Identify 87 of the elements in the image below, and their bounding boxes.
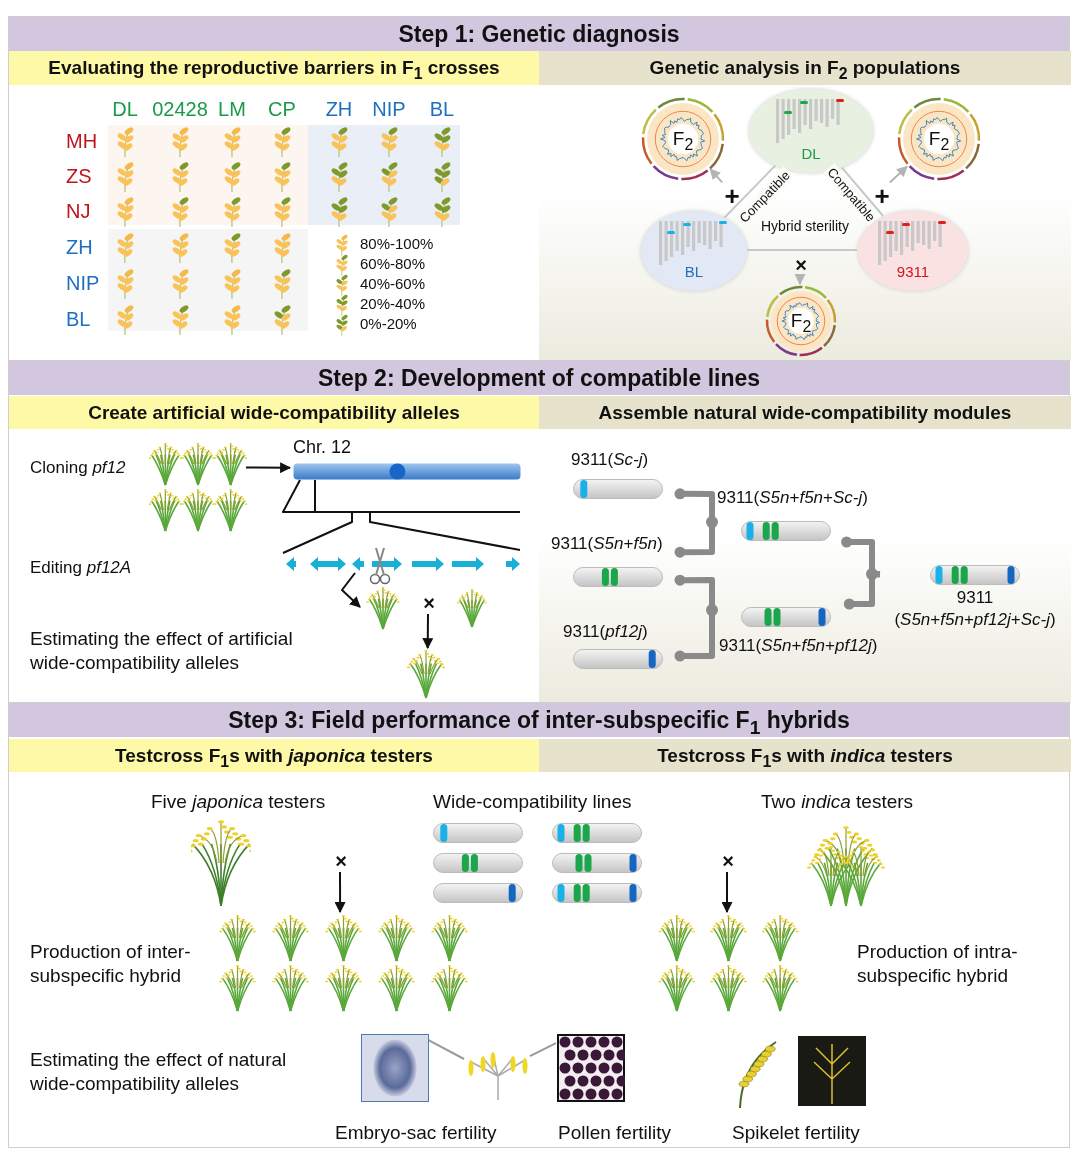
pollen-micrograph bbox=[557, 1034, 625, 1102]
section-header: Assemble natural wide-compatibility modules bbox=[597, 401, 1013, 425]
legend-label: 0%-20% bbox=[360, 315, 417, 332]
chromosome-icon bbox=[433, 853, 523, 873]
cross-sign: × bbox=[330, 849, 352, 873]
chromosome-icon bbox=[433, 883, 523, 903]
column-header: CP bbox=[267, 97, 297, 122]
row-header: MH bbox=[66, 129, 99, 154]
section-panel bbox=[9, 396, 539, 703]
cross-line bbox=[839, 165, 885, 217]
cross-line bbox=[745, 249, 858, 251]
annotation-text: Production of intra-subspecific hybrid bbox=[857, 940, 1019, 988]
group-heading: Wide-compatibility lines bbox=[433, 791, 632, 813]
edge-label: Hybrid sterility bbox=[759, 218, 849, 235]
annotation-text: Production of inter-subspecific hybrid bbox=[30, 940, 192, 988]
rice-plants-drawing bbox=[149, 441, 247, 533]
column-header: ZH bbox=[324, 97, 354, 122]
section-header: Testcross F$_{1}$s with indica testers bbox=[539, 739, 1071, 772]
column-header: 02428 bbox=[151, 97, 209, 122]
image-caption: Spikelet fertility bbox=[732, 1122, 860, 1144]
step-heading: Step 2: Development of compatible lines bbox=[9, 361, 1069, 395]
section-header: Genetic analysis in F$_{2}$ populations bbox=[648, 56, 962, 84]
chromosome-icon bbox=[552, 883, 642, 903]
row-header: ZH bbox=[66, 235, 94, 260]
node-label: BL bbox=[683, 263, 705, 280]
column-header: BL bbox=[428, 97, 456, 122]
column-header: LM bbox=[217, 97, 247, 122]
step-heading: Step 1: Genetic diagnosis bbox=[9, 17, 1069, 51]
cross-sign: × bbox=[418, 591, 440, 615]
line-label: 9311(S5n+f5n) bbox=[551, 533, 663, 555]
section-header: Testcross F$_{1}$s with japonica testers bbox=[9, 739, 539, 772]
chromosome-icon bbox=[552, 853, 642, 873]
chromosome-label: Chr. 12 bbox=[293, 437, 352, 458]
tester-label: Two indica testers bbox=[761, 791, 914, 813]
node-label: F$_{2}$ bbox=[927, 127, 951, 155]
tester-label: Five japonica testers bbox=[151, 791, 326, 813]
cross-sign: × bbox=[790, 253, 812, 277]
bracket-connector bbox=[843, 571, 881, 610]
chromosome-icon bbox=[433, 823, 523, 843]
step-panel bbox=[8, 702, 1070, 1148]
line-label: 9311(S5n+f5n+Sc-j) bbox=[717, 487, 868, 509]
section-header: Evaluating the reproductive barriers in F$_{1}$ crosses bbox=[47, 56, 501, 84]
line-label: 9311(Sc-j) bbox=[571, 449, 649, 471]
line-label: 9311(S5n+f5n+pf12j) bbox=[719, 635, 878, 657]
legend-label: 20%-40% bbox=[360, 295, 426, 312]
node-label: F$_{2}$ bbox=[671, 127, 695, 155]
embryo-sac-micrograph bbox=[361, 1034, 429, 1102]
zoom-lines bbox=[282, 479, 521, 554]
spikelet-drawing bbox=[736, 1034, 868, 1110]
section-panel bbox=[539, 396, 1071, 703]
rice-plant-drawing bbox=[456, 586, 488, 628]
chromosome-icon bbox=[552, 823, 642, 843]
arrow bbox=[888, 165, 909, 184]
arrow bbox=[334, 871, 346, 914]
row-header: NIP bbox=[66, 271, 101, 296]
leader-line bbox=[528, 1042, 557, 1058]
node-label: 9311 bbox=[895, 263, 931, 280]
line-label: 9311(pf12j) bbox=[563, 621, 648, 643]
row-header: BL bbox=[66, 307, 92, 332]
arrow bbox=[245, 462, 292, 474]
arrow bbox=[794, 274, 806, 286]
arrow bbox=[721, 871, 733, 914]
section-header: Create artificial wide-compatibility alleles bbox=[87, 401, 461, 425]
leader-line bbox=[427, 1038, 466, 1060]
node-label: DL bbox=[800, 145, 822, 162]
cross-line bbox=[723, 164, 777, 219]
row-header: ZS bbox=[66, 164, 93, 189]
column-header: NIP bbox=[371, 97, 407, 122]
annotation-text: Cloning pf12 bbox=[30, 457, 127, 479]
step-panel bbox=[8, 360, 1070, 702]
annotation-text: Estimating the effect of natural wide-compatibility alleles bbox=[30, 1048, 288, 1096]
arrow bbox=[341, 572, 361, 608]
arrow bbox=[709, 168, 724, 184]
node-label: F$_{2}$ bbox=[789, 309, 813, 337]
annotation-text: Editing pf12A bbox=[30, 557, 133, 579]
annotation-text: Estimating the effect of artificial wide-compatibility alleles bbox=[30, 627, 294, 675]
image-caption: Pollen fertility bbox=[558, 1122, 671, 1144]
cross-sign: × bbox=[717, 849, 739, 873]
arrow bbox=[422, 613, 434, 650]
legend-label: 40%-60% bbox=[360, 275, 426, 292]
section-panel bbox=[539, 51, 1071, 361]
legend-label: 80%-100% bbox=[360, 235, 434, 252]
step-heading: Step 3: Field performance of inter-subspecific F$_{1}$ hybrids bbox=[9, 703, 1069, 737]
line-label: 9311 (S5n+f5n+pf12j+Sc-j) bbox=[893, 587, 1057, 631]
row-header: NJ bbox=[66, 199, 92, 224]
legend-label: 60%-80% bbox=[360, 255, 426, 272]
image-caption: Embryo-sac fertility bbox=[335, 1122, 497, 1144]
